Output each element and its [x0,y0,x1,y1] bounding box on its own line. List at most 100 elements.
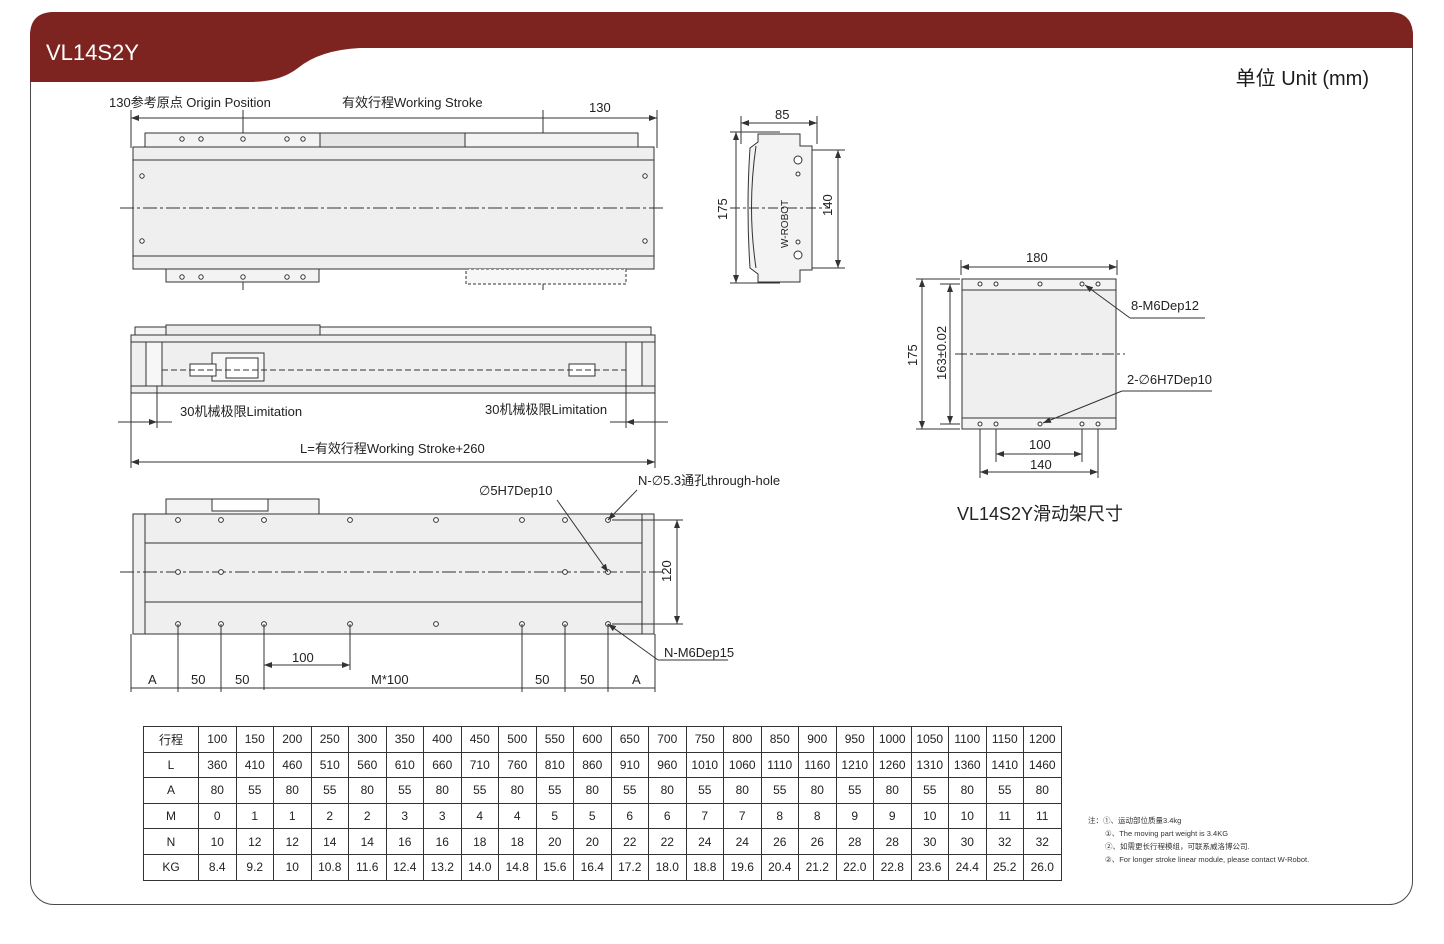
table-cell: 1110 [760,751,799,779]
table-cell: 850 [760,726,799,753]
note-line-3: ②、如需更长行程模组，可联系威洛博公司. [1105,842,1250,851]
table-cell: 1260 [873,751,912,779]
table-cell: 250 [310,726,349,753]
table-cell: 1460 [1023,751,1062,779]
table-cell: 7 [723,802,762,830]
table-cell: 16 [423,828,462,855]
table-cell: 10 [273,853,312,881]
carriage-inner-height: 163±0.02 [934,326,949,380]
table-cell: 550 [535,726,574,753]
table-cell: 6 [610,802,649,830]
table-cell: 8 [798,802,837,830]
table-cell: 9 [835,802,874,830]
table-cell: 28 [873,828,912,855]
table-cell: 32 [985,828,1024,855]
table-cell: 9.2 [235,853,274,881]
top-dim-130: 130 [589,100,611,115]
table-cell: 1160 [798,751,837,779]
table-cell: 55 [760,777,799,804]
table-cell: 80 [273,777,312,804]
table-cell: 80 [798,777,837,804]
table-cell: 710 [460,751,499,779]
table-cell: 1100 [948,726,987,753]
table-cell: 3 [385,802,424,830]
table-cell: 22 [648,828,687,855]
end-view-logo: W-ROBOT [780,200,791,248]
table-cell: 22 [610,828,649,855]
table-cell: 1410 [985,751,1024,779]
table-cell: 17.2 [610,853,649,881]
bottom-dim-50-1: 50 [191,672,205,687]
thread-hole-label: N-M6Dep15 [664,645,734,660]
bottom-dim-120: 120 [659,560,674,582]
table-cell: 80 [1023,777,1062,804]
table-cell: 400 [423,726,462,753]
table-cell: 80 [648,777,687,804]
table-cell: 610 [385,751,424,779]
table-cell: 1010 [685,751,724,779]
table-row-header: M [143,802,199,830]
table-cell: 55 [685,777,724,804]
table-cell: 14 [348,828,387,855]
through-hole-label: N-∅5.3通孔through-hole [638,473,780,488]
table-cell: 7 [685,802,724,830]
table-cell: 26 [798,828,837,855]
carriage-view-drawing [916,260,1212,478]
table-cell: 10 [910,802,949,830]
table-cell: 14.0 [460,853,499,881]
table-row-header: N [143,828,199,855]
carriage-pin-label: 2-∅6H7Dep10 [1127,372,1212,387]
table-cell: 21.2 [798,853,837,881]
table-cell: 1050 [910,726,949,753]
table-cell: 2 [348,802,387,830]
table-cell: 55 [235,777,274,804]
bottom-dim-a-right: A [632,672,641,687]
table-cell: 12 [235,828,274,855]
table-cell: 750 [685,726,724,753]
table-cell: 30 [910,828,949,855]
table-cell: 55 [310,777,349,804]
table-cell: 13.2 [423,853,462,881]
table-cell: 20 [573,828,612,855]
table-cell: 560 [348,751,387,779]
table-cell: 80 [873,777,912,804]
table-cell: 1 [273,802,312,830]
total-length-label: L=有效行程Working Stroke+260 [300,441,485,456]
table-cell: 910 [610,751,649,779]
origin-position-label: 130参考原点 Origin Position [109,95,271,110]
table-cell: 24 [685,828,724,855]
table-cell: 28 [835,828,874,855]
table-cell: 24.4 [948,853,987,881]
table-cell: 1 [235,802,274,830]
table-cell: 1150 [985,726,1024,753]
table-cell: 11.6 [348,853,387,881]
carriage-outer-height: 175 [905,344,920,366]
end-view-drawing [730,116,845,284]
table-cell: 30 [948,828,987,855]
table-cell: 5 [573,802,612,830]
table-cell: 80 [498,777,537,804]
table-cell: 1310 [910,751,949,779]
table-cell: 26.0 [1023,853,1062,881]
table-cell: 5 [535,802,574,830]
table-row-header: KG [143,853,199,881]
table-cell: 900 [798,726,837,753]
limit-left-label: 30机械极限Limitation [180,404,302,419]
limit-right-label: 30机械极限Limitation [485,402,607,417]
carriage-caption: VL14S2Y滑动架尺寸 [957,504,1124,524]
table-cell: 0 [198,802,237,830]
table-cell: 24 [723,828,762,855]
top-view-drawing [120,110,665,290]
table-cell: 55 [610,777,649,804]
table-row-header: 行程 [143,726,199,753]
table-cell: 11 [985,802,1024,830]
table-cell: 660 [423,751,462,779]
page-title: VL14S2Y [46,40,139,65]
table-cell: 200 [273,726,312,753]
table-cell: 960 [648,751,687,779]
